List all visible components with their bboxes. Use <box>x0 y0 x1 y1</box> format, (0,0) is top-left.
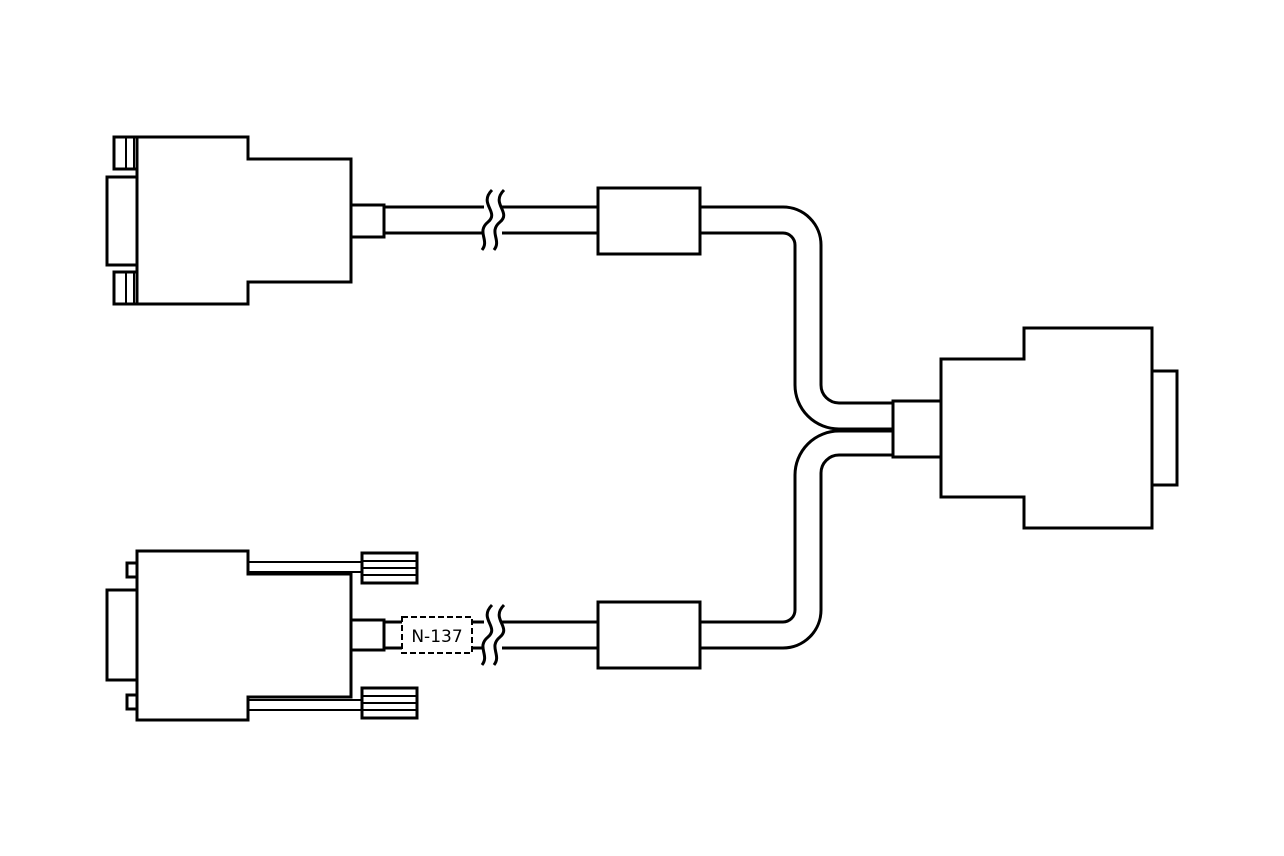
lower-left-connector-jackscrew-bottom <box>248 686 419 720</box>
lower-ferrite-core <box>596 600 702 670</box>
upper-cable-break-symbol <box>480 188 494 251</box>
lower-left-connector-plug-face <box>105 588 139 682</box>
lower-left-connector-housing <box>135 549 353 722</box>
cable-label-tag: N-137 <box>401 616 473 654</box>
right-connector <box>891 326 1179 530</box>
lower-left-connector <box>105 549 419 722</box>
upper-cable <box>384 186 893 431</box>
lower-left-connector-strain-relief <box>349 618 386 652</box>
upper-left-connector-housing <box>135 135 353 306</box>
upper-left-connector-strain-relief <box>349 203 386 239</box>
lower-cable: N-137 <box>384 429 893 670</box>
upper-left-connector-plug-face <box>105 175 139 267</box>
upper-left-connector <box>105 135 386 306</box>
right-connector-plug-face <box>1150 369 1179 487</box>
right-connector-strain-relief <box>891 399 943 459</box>
cable-label-text: N-137 <box>411 627 462 647</box>
lower-cable-break-symbol <box>480 603 494 666</box>
lower-left-connector-jackscrew-top <box>248 551 419 585</box>
right-connector-housing <box>939 326 1154 530</box>
upper-ferrite-core <box>596 186 702 256</box>
